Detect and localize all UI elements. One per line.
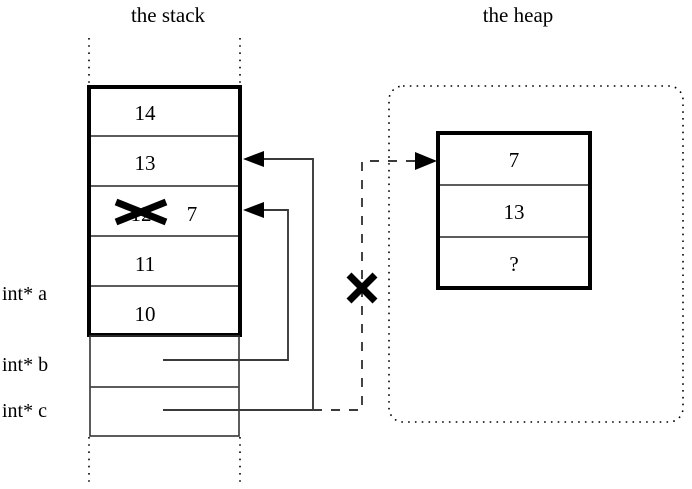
pointer-arrow-c-to-heap-dashed <box>313 152 437 411</box>
strike-through-mark <box>114 198 168 226</box>
var-label-c: int* c <box>2 400 47 422</box>
heap-block-frame <box>436 131 592 290</box>
var-label-a: int* a <box>2 283 47 305</box>
arrow-head-c <box>243 151 264 167</box>
pointer-arrow-c-to-stack-cell <box>163 151 314 411</box>
heap-region-boundary <box>388 85 684 423</box>
heap-cell-value-0: 7 <box>509 148 520 172</box>
severed-link-x-mark <box>346 272 378 304</box>
stack-pointer-frame <box>89 335 240 437</box>
arrow-head-heap <box>415 152 437 170</box>
heap-cell-value-1: 13 <box>504 200 525 224</box>
stack-cell-value-4: 10 <box>135 302 156 326</box>
pointer-arrow-b-to-stack-cell <box>163 202 289 361</box>
heap-cell-value-2: ? <box>509 252 518 276</box>
heap-title: the heap <box>483 3 554 27</box>
arrow-head-b <box>243 202 264 218</box>
var-label-b: int* b <box>2 354 48 376</box>
stack-array-frame <box>87 85 242 337</box>
stack-title: the stack <box>131 3 206 27</box>
stack-cell-value-2-new: 7 <box>187 202 198 226</box>
stack-cell-value-1: 13 <box>135 151 156 175</box>
stack-cell-value-0: 14 <box>135 101 157 125</box>
stack-cell-value-3: 11 <box>135 252 155 276</box>
